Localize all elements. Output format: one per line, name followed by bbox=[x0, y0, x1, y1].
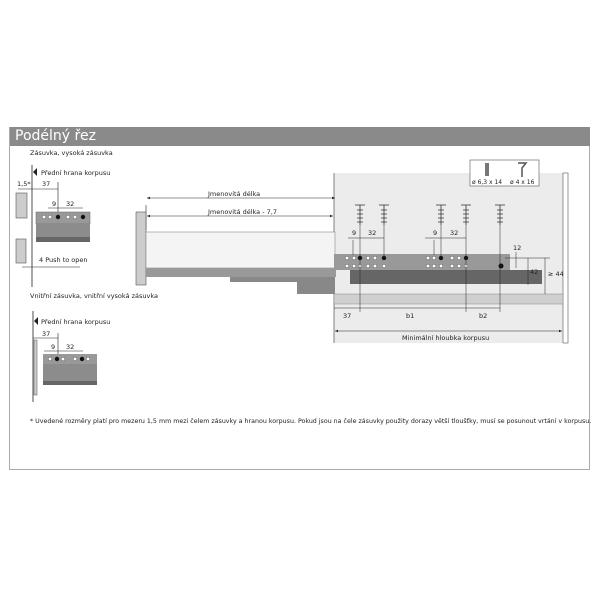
dim-32b: 32 bbox=[450, 229, 458, 237]
drawer-front bbox=[15, 238, 27, 264]
nominal-minus-label: Jmenovitá délka - 7,7 bbox=[207, 208, 277, 216]
dim-b2: b2 bbox=[479, 312, 487, 320]
min-depth-label: Minimální hloubka korpusu bbox=[402, 334, 489, 342]
dim-32a: 32 bbox=[368, 229, 376, 237]
screw1-label: ø 6,3 x 14 bbox=[472, 179, 502, 186]
front-edge-label-2: Přední hrana korpusu bbox=[41, 318, 110, 326]
cabinet-bottom bbox=[333, 293, 564, 305]
page-title: Podélný řez bbox=[15, 128, 96, 144]
screw-4-icon bbox=[518, 162, 528, 177]
header-bar: Podélný řez bbox=[10, 127, 590, 146]
footnote: * Uvedené rozměry platí pro mezeru 1,5 m… bbox=[30, 416, 591, 425]
dim-42: 42 bbox=[530, 268, 538, 276]
drawer-front bbox=[15, 192, 28, 219]
dim-9a: 9 bbox=[352, 229, 356, 237]
screw-icons bbox=[355, 204, 505, 225]
dim-9: 9 bbox=[52, 200, 56, 208]
drawer-front bbox=[135, 211, 147, 286]
screw-legend bbox=[469, 159, 540, 187]
section1-title: Zásuvka, vysoká zásuvka bbox=[30, 149, 113, 157]
screw-6-3-icon bbox=[485, 163, 489, 176]
section2-title: Vnitřní zásuvka, vnitřní vysoká zásuvka bbox=[30, 292, 158, 300]
nominal-length-label: Jmenovitá délka bbox=[207, 190, 260, 198]
screw2-label: ø 4 x 16 bbox=[510, 179, 535, 186]
edge-marker-icon bbox=[34, 317, 38, 325]
dim-32-2: 32 bbox=[66, 343, 74, 351]
dim-12: 12 bbox=[513, 244, 521, 252]
dim-37-2: 37 bbox=[42, 330, 50, 338]
front-edge-label: Přední hrana korpusu bbox=[41, 169, 110, 177]
dim-b1: b1 bbox=[406, 312, 414, 320]
gap-label: 1,5* bbox=[17, 180, 31, 188]
dim-9b: 9 bbox=[433, 229, 437, 237]
dim-37: 37 bbox=[42, 180, 50, 188]
push-to-open-label: 4 Push to open bbox=[39, 256, 88, 264]
dim-32: 32 bbox=[66, 200, 74, 208]
cabinet-back-wall bbox=[562, 172, 569, 344]
runner bbox=[43, 354, 97, 364]
dim-44: ≥ 44 bbox=[548, 270, 564, 278]
edge-marker-icon bbox=[33, 168, 37, 176]
drawer-side bbox=[145, 231, 336, 269]
dim-9-2: 9 bbox=[51, 343, 55, 351]
dim-37-main: 37 bbox=[343, 312, 351, 320]
